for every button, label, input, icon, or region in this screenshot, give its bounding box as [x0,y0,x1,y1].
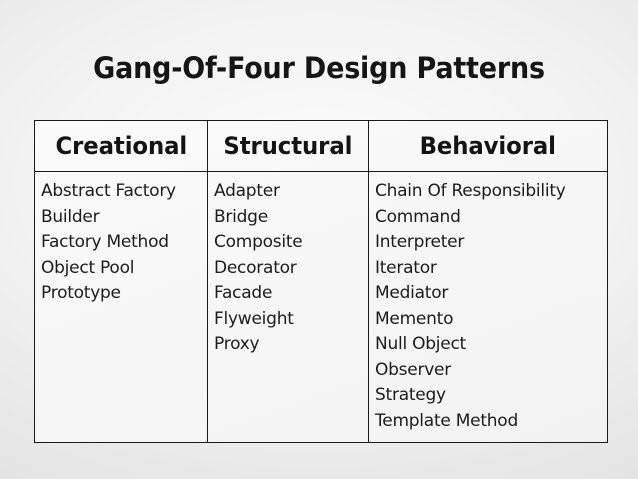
column-header-structural: Structural [207,120,369,172]
table-header-row: Creational Structural Behavioral [34,120,608,172]
table-header: Creational Structural Behavioral [34,120,608,172]
column-header-structural-label: Structural [223,132,353,160]
list-item: Builder [41,206,100,227]
list-item: Null Object [375,334,466,354]
list-item: Mediator [375,283,449,303]
list-item: Memento [375,308,454,329]
list-item: Bridge [214,206,268,227]
list-item: Observer [375,359,451,380]
list-item: Decorator [214,257,297,278]
list-item: Object Pool [41,257,135,278]
column-header-creational-label: Creational [55,132,187,160]
page-title: Gang-Of-Four Design Patterns [93,51,545,85]
cell-creational-patterns: Abstract Factory Builder Factory Method … [34,171,208,443]
list-item: Template Method [375,410,518,431]
list-item: Interpreter [375,232,465,252]
list-item: Abstract Factory [41,181,176,201]
table-body: Abstract Factory Builder Factory Method … [34,171,608,443]
list-item: Composite [214,232,303,252]
cell-behavioral-patterns: Chain Of Responsibility Command Interpre… [368,171,608,443]
structural-pattern-list: Adapter Bridge Composite Decorator Facad… [214,179,368,358]
design-patterns-table: Creational Structural Behavioral Abstrac… [34,120,608,443]
list-item: Iterator [375,257,437,278]
column-header-behavioral: Behavioral [368,120,608,172]
list-item: Command [375,206,461,227]
column-header-creational: Creational [34,120,208,172]
list-item: Factory Method [41,232,169,252]
table-row: Abstract Factory Builder Factory Method … [34,171,608,443]
list-item: Flyweight [214,308,294,329]
list-item: Strategy [375,385,446,405]
creational-pattern-list: Abstract Factory Builder Factory Method … [41,179,207,307]
behavioral-pattern-list: Chain Of Responsibility Command Interpre… [375,179,607,434]
list-item: Proxy [214,334,260,354]
column-header-behavioral-label: Behavioral [419,132,557,160]
list-item: Facade [214,283,273,303]
list-item: Prototype [41,283,121,303]
list-item: Chain Of Responsibility [375,181,566,201]
cell-structural-patterns: Adapter Bridge Composite Decorator Facad… [207,171,369,443]
list-item: Adapter [214,181,280,201]
